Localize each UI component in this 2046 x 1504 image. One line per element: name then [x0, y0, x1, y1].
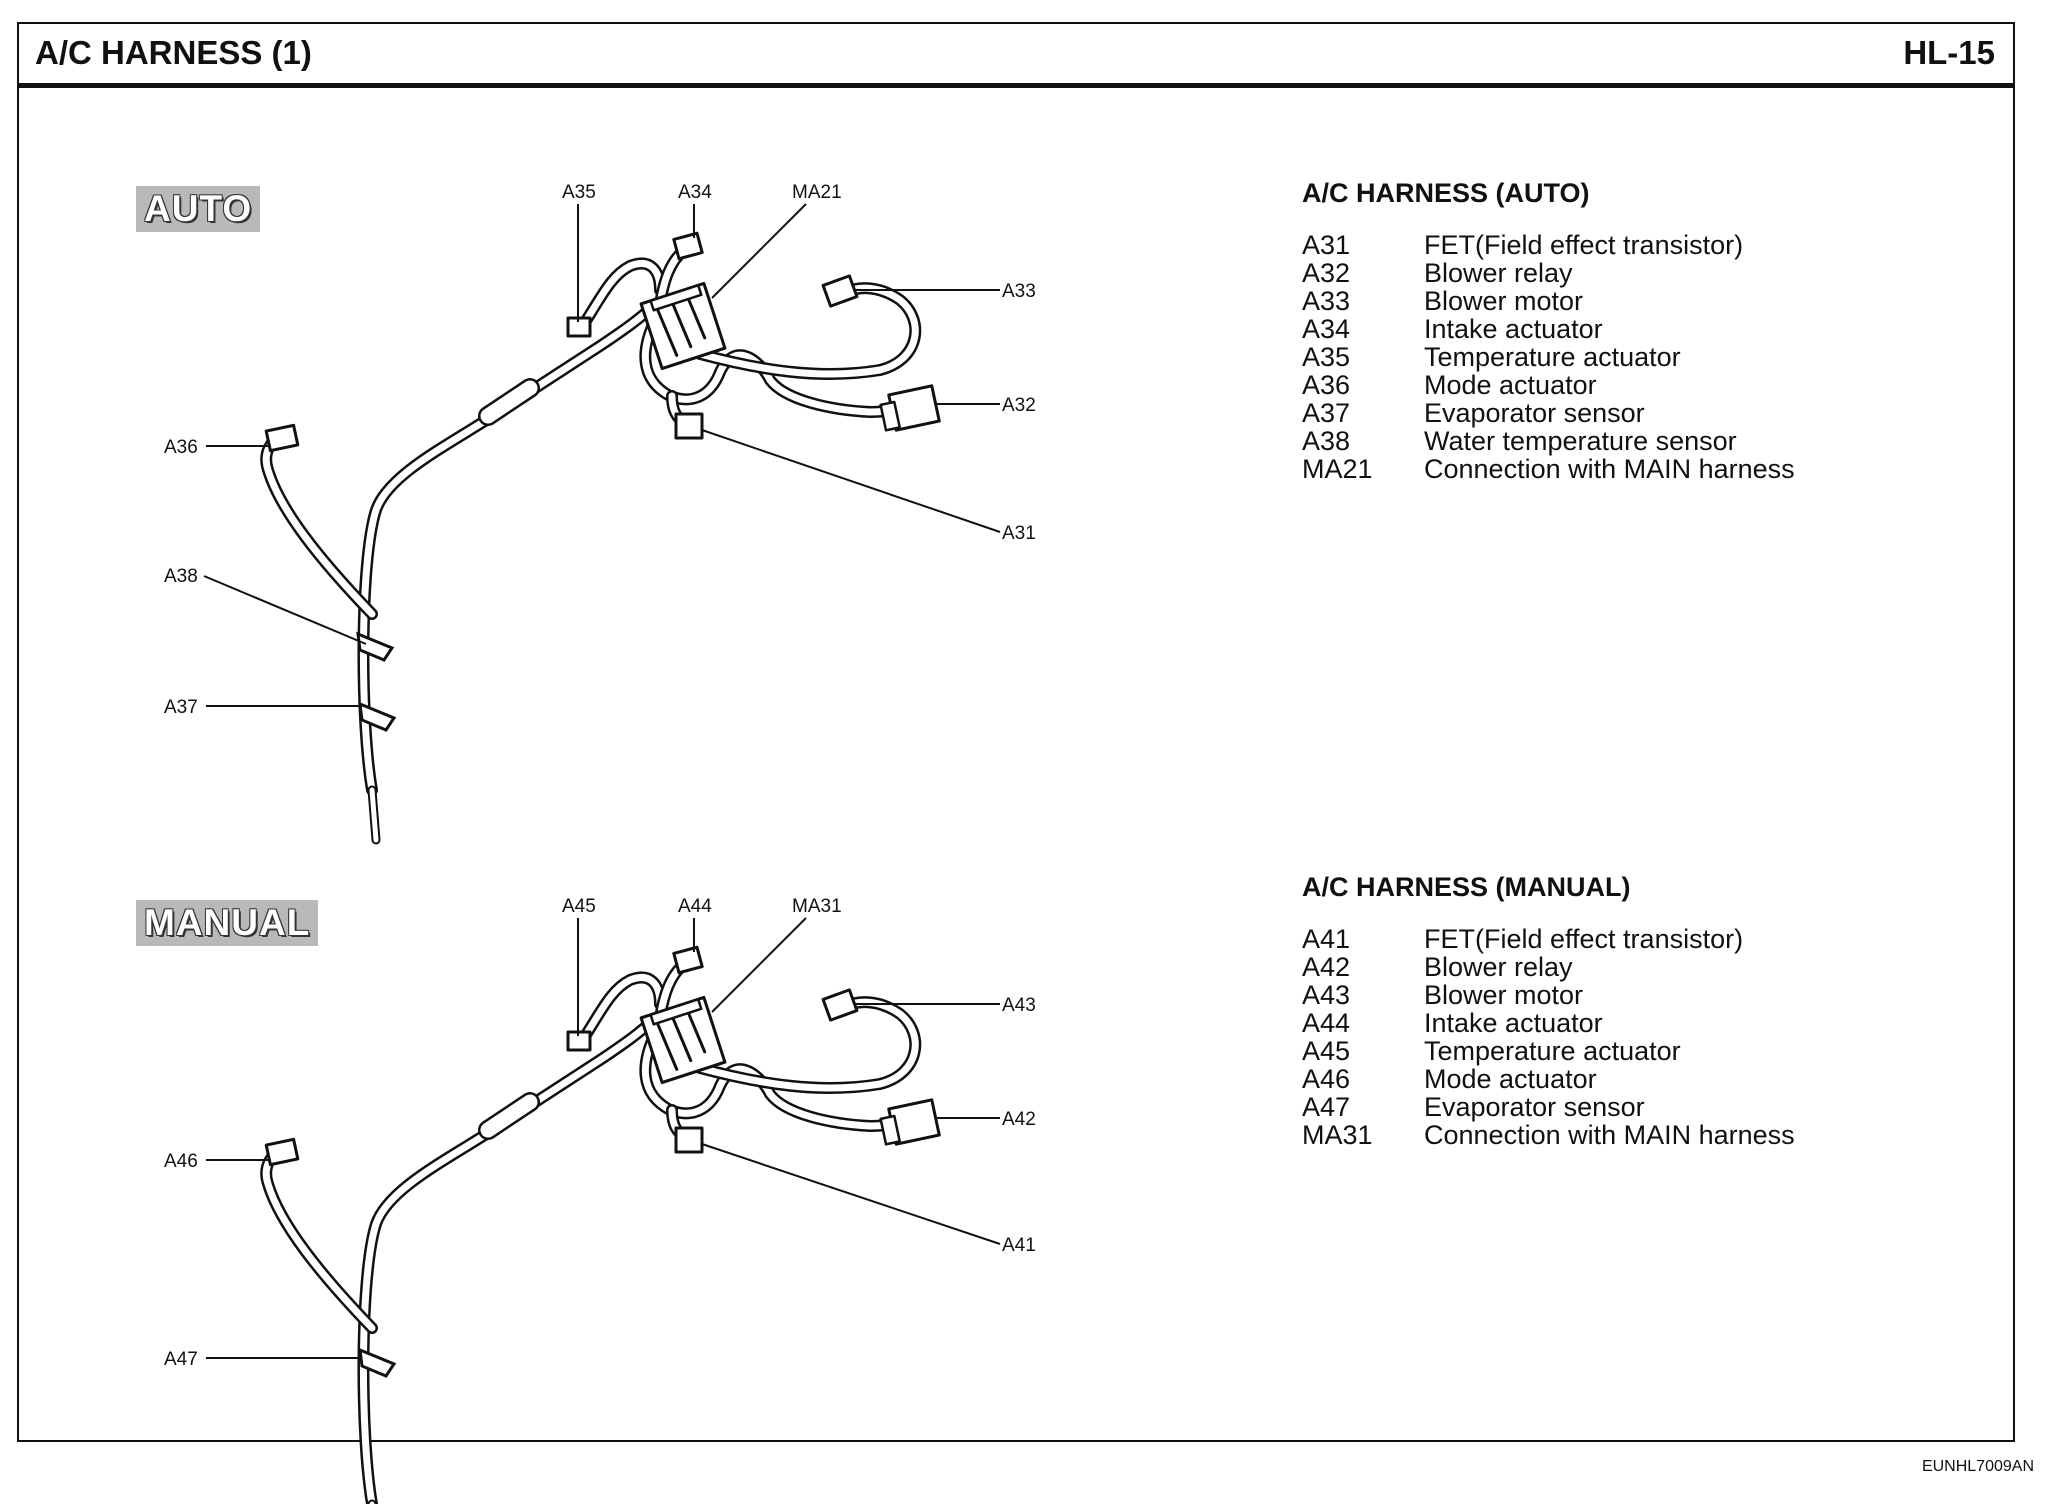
auto-legend: A/C HARNESS (AUTO) A31 FET(Field effect t… — [1302, 178, 1795, 483]
legend-code: A43 — [1302, 980, 1351, 1010]
legend-code: A47 — [1302, 1092, 1351, 1122]
legend-desc: Evaporator sensor — [1424, 1092, 1645, 1122]
legend-row: A31 FET(Field effect transistor) — [1302, 231, 1795, 259]
legend-desc: Blower relay — [1424, 258, 1573, 288]
manual-legend-title: A/C HARNESS (MANUAL) — [1302, 872, 1631, 902]
legend-row: A46 Mode actuator — [1302, 1065, 1795, 1093]
auto-badge: AUTO — [136, 186, 261, 232]
legend-row: A38 Water temperature sensor — [1302, 427, 1795, 455]
legend-code: A33 — [1302, 286, 1351, 316]
legend-desc: Temperature actuator — [1424, 342, 1681, 372]
auto-legend-title: A/C HARNESS (AUTO) — [1302, 178, 1590, 208]
legend-code: A45 — [1302, 1036, 1351, 1066]
legend-desc: Blower motor — [1424, 980, 1584, 1010]
auto-harness-drawing — [266, 233, 939, 840]
callout-a44: A44 — [678, 896, 712, 917]
legend-desc: FET(Field effect transistor) — [1424, 230, 1744, 260]
legend-code: A46 — [1302, 1064, 1351, 1094]
legend-row: A47 Evaporator sensor — [1302, 1093, 1795, 1121]
legend-code: A34 — [1302, 314, 1351, 344]
callout-a38: A38 — [164, 566, 198, 587]
legend-code: A37 — [1302, 398, 1351, 428]
legend-row: A44 Intake actuator — [1302, 1009, 1795, 1037]
page-number: HL-15 — [1903, 34, 1995, 71]
legend-desc: FET(Field effect transistor) — [1424, 924, 1744, 954]
manual-legend: A/C HARNESS (MANUAL) A41 FET(Field effect… — [1302, 872, 1795, 1149]
callout-a31: A31 — [1002, 523, 1036, 544]
manual-harness-drawing — [266, 947, 939, 1504]
callout-ma21: MA21 — [792, 182, 842, 203]
callout-a35: A35 — [562, 182, 596, 203]
legend-code: A44 — [1302, 1008, 1351, 1038]
callout-a41: A41 — [1002, 1235, 1036, 1256]
legend-code: A31 — [1302, 230, 1351, 260]
callout-a42: A42 — [1002, 1109, 1036, 1130]
page-frame — [17, 22, 2015, 1442]
legend-code: A32 — [1302, 258, 1351, 288]
callout-a33: A33 — [1002, 281, 1036, 302]
legend-code: A38 — [1302, 426, 1351, 456]
legend-row: A41 FET(Field effect transistor) — [1302, 925, 1795, 953]
legend-desc: Connection with MAIN harness — [1424, 454, 1795, 484]
legend-desc: Blower motor — [1424, 286, 1584, 316]
page-header: A/C HARNESS (1) HL-15 — [17, 22, 2015, 88]
callout-a32: A32 — [1002, 395, 1036, 416]
legend-desc: Intake actuator — [1424, 314, 1603, 344]
legend-desc: Water temperature sensor — [1424, 426, 1737, 456]
legend-desc: Evaporator sensor — [1424, 398, 1645, 428]
legend-row: A37 Evaporator sensor — [1302, 399, 1795, 427]
legend-desc: Connection with MAIN harness — [1424, 1120, 1795, 1150]
legend-code: MA21 — [1302, 454, 1373, 484]
legend-code: A35 — [1302, 342, 1351, 372]
legend-row: MA31 Connection with MAIN harness — [1302, 1121, 1795, 1149]
legend-row: A35 Temperature actuator — [1302, 343, 1795, 371]
legend-desc: Intake actuator — [1424, 1008, 1603, 1038]
callout-a45: A45 — [562, 896, 596, 917]
callout-a43: A43 — [1002, 995, 1036, 1016]
legend-row: A36 Mode actuator — [1302, 371, 1795, 399]
callout-a34: A34 — [678, 182, 712, 203]
legend-code: MA31 — [1302, 1120, 1373, 1150]
callout-ma31: MA31 — [792, 896, 842, 917]
legend-desc: Blower relay — [1424, 952, 1573, 982]
document-code: EUNHL7009AN — [1921, 1458, 2034, 1475]
legend-code: A41 — [1302, 924, 1351, 954]
legend-row: A32 Blower relay — [1302, 259, 1795, 287]
legend-code: A36 — [1302, 370, 1351, 400]
legend-code: A42 — [1302, 952, 1351, 982]
page-title: A/C HARNESS (1) — [35, 34, 312, 71]
legend-row: A43 Blower motor — [1302, 981, 1795, 1009]
callout-a47: A47 — [164, 1349, 198, 1370]
manual-badge: MANUAL — [136, 900, 319, 946]
legend-row: MA21 Connection with MAIN harness — [1302, 455, 1795, 483]
callout-a46: A46 — [164, 1151, 198, 1172]
legend-desc: Mode actuator — [1424, 1064, 1597, 1094]
legend-desc: Temperature actuator — [1424, 1036, 1681, 1066]
legend-row: A42 Blower relay — [1302, 953, 1795, 981]
legend-row: A34 Intake actuator — [1302, 315, 1795, 343]
legend-row: A33 Blower motor — [1302, 287, 1795, 315]
legend-row: A45 Temperature actuator — [1302, 1037, 1795, 1065]
legend-desc: Mode actuator — [1424, 370, 1597, 400]
callout-a37: A37 — [164, 697, 198, 718]
callout-a36: A36 — [164, 437, 198, 458]
